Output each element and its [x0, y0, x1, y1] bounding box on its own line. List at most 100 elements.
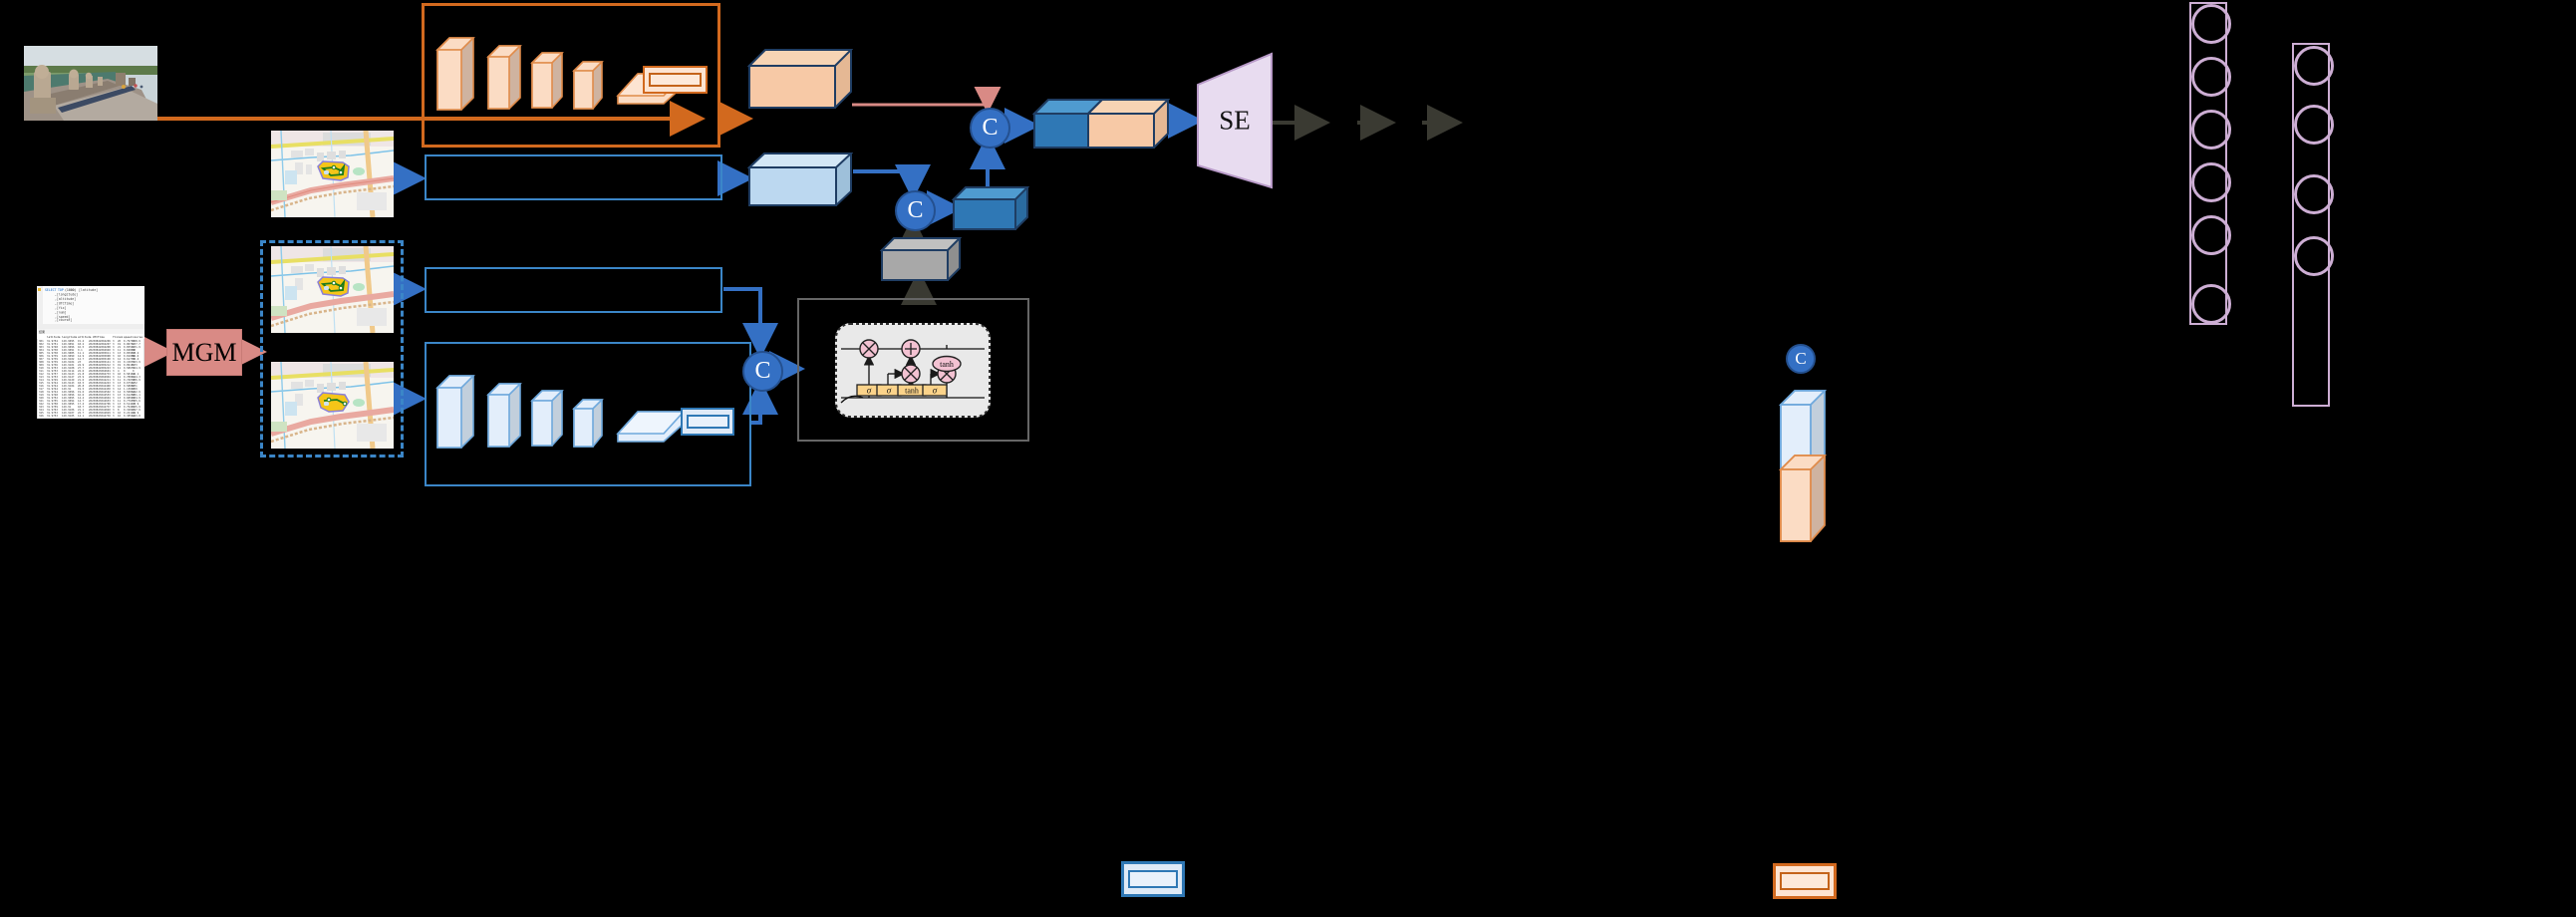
svg-text:16: 16 — [118, 411, 122, 415]
concat-node-mid: C — [895, 190, 936, 231]
svg-text:334.9: 334.9 — [133, 396, 141, 400]
svg-text:20230822005011: 20230822005011 — [89, 351, 111, 355]
svg-text:272: 272 — [133, 381, 138, 385]
svg-text:0.32826: 0.32826 — [124, 408, 135, 412]
svg-text:0.84862: 0.84862 — [124, 348, 135, 352]
svg-text:19.5: 19.5 — [78, 387, 85, 391]
svg-text:13: 13 — [118, 402, 122, 406]
svg-text:0.74078: 0.74078 — [124, 378, 135, 382]
svg-text:20230823042502: 20230823042502 — [89, 390, 111, 394]
svg-text:120.9094: 120.9094 — [62, 399, 75, 403]
svg-text:120.9104: 120.9104 — [62, 360, 75, 364]
svg-text:tanh: tanh — [940, 360, 954, 369]
svg-text:322: 322 — [39, 402, 44, 406]
svg-text:[latitude]: [latitude] — [79, 288, 98, 292]
svg-text:(1000): (1000) — [65, 288, 77, 292]
image-cnn-module — [422, 3, 720, 148]
image-fc-block — [643, 66, 708, 94]
svg-text:120.9123: 120.9123 — [62, 372, 75, 376]
neuron-2-1 — [2294, 46, 2334, 86]
svg-text:314: 314 — [39, 378, 44, 382]
gps-sql-table-screenshot: SELECT TOP (1000) [latitude] ,[longitude… — [37, 286, 144, 419]
svg-text:0.51444: 0.51444 — [124, 402, 135, 406]
svg-text:SELECT: SELECT — [45, 288, 57, 292]
svg-text:3: 3 — [113, 414, 115, 418]
svg-text:120.9108: 120.9108 — [62, 366, 75, 370]
svg-text:14: 14 — [118, 390, 122, 394]
svg-text:0.78802: 0.78802 — [124, 375, 135, 379]
svg-text:12.7: 12.7 — [78, 357, 85, 361]
concat-node-bottom: C — [742, 351, 783, 392]
svg-text:15.4: 15.4 — [78, 339, 85, 343]
svg-text:18.2: 18.2 — [78, 342, 85, 346]
svg-text:120.9102: 120.9102 — [62, 357, 75, 361]
svg-text:305: 305 — [39, 351, 44, 355]
svg-text:3: 3 — [113, 384, 115, 388]
svg-text:78.9: 78.9 — [133, 402, 140, 406]
svg-text:323: 323 — [39, 405, 44, 409]
svg-text:78.2: 78.2 — [133, 351, 140, 355]
svg-text:3: 3 — [113, 354, 115, 358]
svg-text:163.9: 163.9 — [133, 360, 141, 364]
svg-text:20230823004733: 20230823004733 — [89, 372, 111, 376]
svg-text:20230823044730: 20230823044730 — [89, 414, 111, 418]
svg-text:3: 3 — [113, 396, 115, 400]
svg-text:164.9: 164.9 — [133, 366, 141, 370]
svg-text:3: 3 — [113, 360, 115, 364]
svg-text:27.7: 27.7 — [78, 366, 85, 370]
svg-text:31.9757: 31.9757 — [47, 372, 58, 376]
svg-text:303: 303 — [39, 345, 44, 349]
svg-text:altitude: altitude — [78, 335, 92, 339]
svg-text:31.9744: 31.9744 — [47, 390, 58, 394]
svg-text:20230822005100: 20230822005100 — [89, 357, 111, 361]
svg-text:0.68998: 0.68998 — [124, 396, 135, 400]
svg-text:31.9753: 31.9753 — [47, 369, 58, 373]
svg-text:31.9739: 31.9739 — [47, 360, 58, 364]
lstm-module-frame — [797, 298, 1029, 442]
svg-text:120.9107: 120.9107 — [62, 411, 75, 415]
svg-text:171.9: 171.9 — [133, 345, 141, 349]
svg-text:206.9: 206.9 — [133, 378, 141, 382]
svg-text:UTCTime: UTCTime — [93, 335, 105, 339]
svg-text:11: 11 — [118, 399, 122, 403]
svg-text:120.9096: 120.9096 — [62, 393, 75, 397]
svg-text:309: 309 — [39, 363, 44, 367]
svg-text:271: 271 — [133, 384, 138, 388]
svg-text:311: 311 — [39, 369, 44, 373]
se-label: SE — [1219, 105, 1251, 136]
svg-text:0.79738: 0.79738 — [124, 339, 135, 343]
svg-text:31.9752: 31.9752 — [47, 396, 58, 400]
svg-text:306: 306 — [39, 354, 44, 358]
svg-text:14.4: 14.4 — [78, 396, 85, 400]
legend-blue-fc-inner — [1128, 870, 1178, 888]
svg-text:11: 11 — [118, 378, 122, 382]
legend-concat-label: C — [1795, 349, 1807, 368]
svg-text:15: 15 — [118, 360, 122, 364]
svg-text:11: 11 — [118, 366, 122, 370]
svg-text:20230822005141: 20230822005141 — [89, 360, 111, 364]
svg-text:TOP: TOP — [58, 288, 64, 292]
svg-text:0.61733: 0.61733 — [124, 357, 135, 361]
svg-text:20230822004207: 20230822004207 — [89, 342, 111, 346]
svg-text:120.9085: 120.9085 — [62, 351, 75, 355]
map-conv-layer-1 — [435, 374, 475, 457]
svg-text:11.1: 11.1 — [78, 351, 85, 355]
svg-text:σ: σ — [887, 386, 892, 396]
svg-text:3: 3 — [113, 339, 115, 343]
image-conv-layer-2 — [486, 44, 522, 117]
svg-text:0.81088: 0.81088 — [124, 354, 135, 358]
svg-text:120.9096: 120.9096 — [62, 390, 75, 394]
neuron-1-2 — [2191, 57, 2231, 97]
svg-text:23.9: 23.9 — [78, 375, 85, 379]
map-conv-layer-3 — [530, 389, 564, 454]
svg-text:σ: σ — [867, 386, 872, 396]
svg-text:120.91: 120.91 — [62, 405, 72, 409]
neuron-1-4 — [2191, 162, 2231, 202]
map-encoder-module-top — [425, 154, 722, 200]
svg-text:3: 3 — [113, 375, 115, 379]
image-conv-layer-3 — [530, 51, 564, 116]
map-conv-layer-4 — [572, 398, 604, 455]
svg-text:tanh: tanh — [905, 387, 919, 396]
svg-text:0.38564: 0.38564 — [124, 414, 135, 418]
svg-text:304: 304 — [39, 348, 44, 352]
